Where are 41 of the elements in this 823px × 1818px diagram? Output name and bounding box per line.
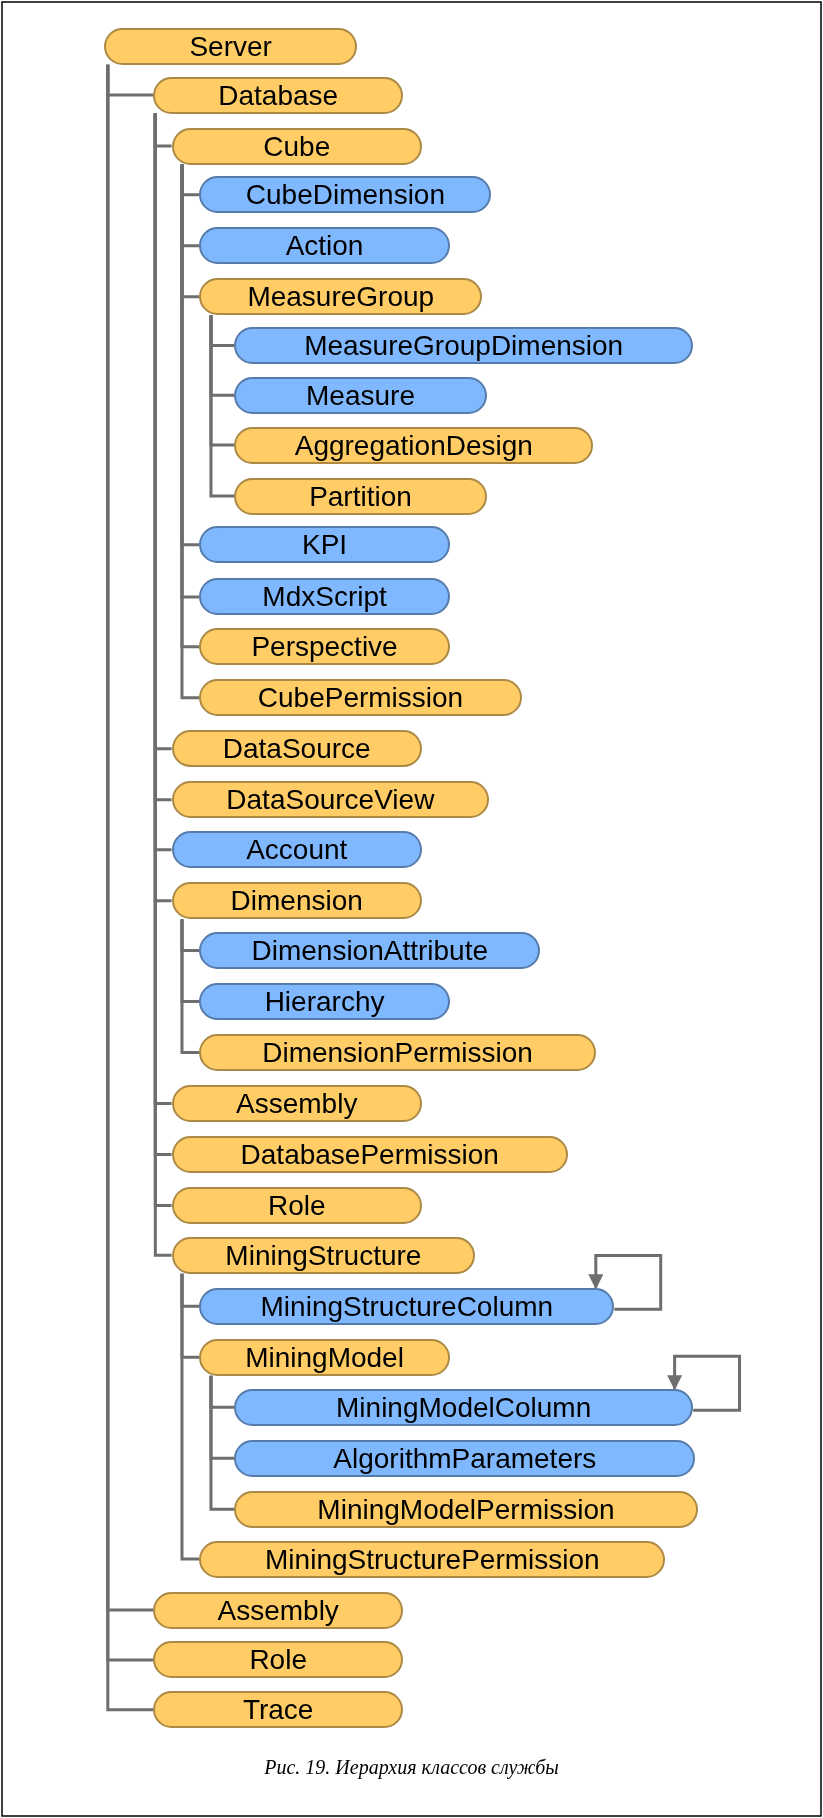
class-node: Role [153, 1641, 404, 1679]
class-node: MiningStructureColumn [199, 1287, 615, 1325]
class-node: DataSourceView [171, 781, 490, 819]
class-node: KPI [199, 526, 450, 564]
class-node: Server [104, 27, 357, 65]
class-node: MiningStructure [171, 1236, 476, 1274]
class-node: MiningStructurePermission [199, 1540, 666, 1578]
class-node: Trace [153, 1691, 404, 1729]
tree-connector [180, 1273, 200, 1561]
class-node: Database [153, 76, 404, 114]
class-node: Assembly [153, 1591, 404, 1629]
class-node: Account [171, 831, 422, 869]
class-node: Perspective [199, 628, 450, 666]
class-node: Assembly [171, 1085, 422, 1122]
self-loop-arrow [588, 1253, 663, 1311]
class-node: DimensionPermission [199, 1034, 596, 1071]
class-node: Hierarchy [199, 983, 450, 1020]
class-node: MeasureGroupDimension [234, 326, 694, 364]
tree-connector [209, 1375, 235, 1511]
class-node: DatabasePermission [171, 1136, 568, 1173]
class-node: MiningModelPermission [234, 1490, 698, 1528]
tree-connector [209, 315, 235, 498]
figure-caption: Рис. 19. Иерархия классов службы [263, 1756, 560, 1779]
class-node: MdxScript [199, 578, 450, 616]
tree-connector [180, 919, 200, 1054]
class-node: Dimension [171, 882, 422, 920]
class-node: CubeDimension [199, 176, 492, 214]
class-node: MiningModel [199, 1338, 450, 1376]
class-node: AggregationDesign [234, 426, 594, 464]
class-node: DataSource [171, 730, 422, 768]
class-node: Partition [234, 477, 487, 515]
class-node: AlgorithmParameters [234, 1439, 696, 1477]
class-node: Measure [234, 376, 487, 414]
class-node: CubePermission [199, 679, 522, 717]
class-node: DimensionAttribute [199, 932, 541, 969]
class-node: MiningModelColumn [234, 1388, 694, 1426]
class-node: Role [171, 1187, 422, 1224]
class-node: MeasureGroup [199, 278, 483, 316]
class-node: Cube [171, 127, 422, 165]
self-loop-arrow [667, 1354, 742, 1412]
class-node: Action [199, 227, 450, 265]
